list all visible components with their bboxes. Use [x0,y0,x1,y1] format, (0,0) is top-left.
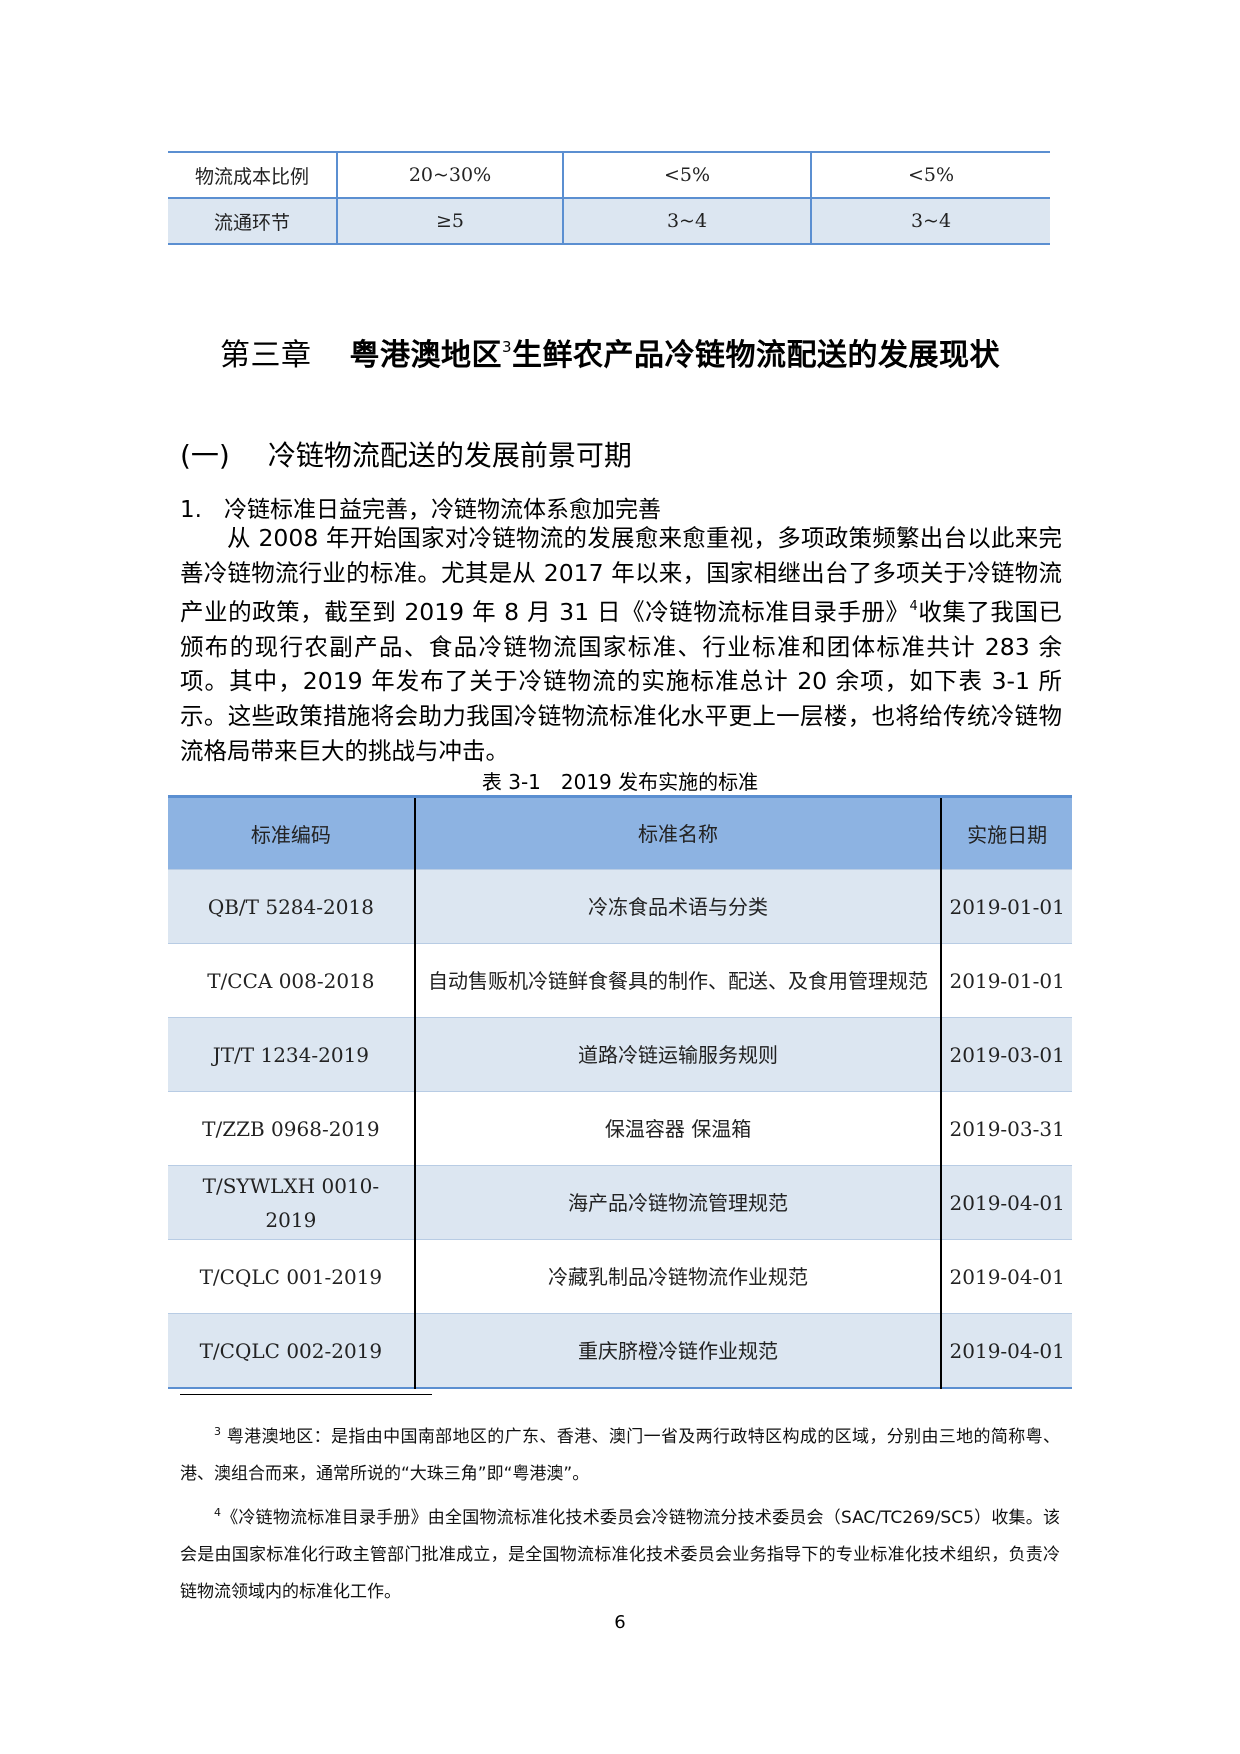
footnote-text: 粤港澳地区：是指由中国南部地区的广东、香港、澳门一省及两行政特区构成的区域，分别… [180,1427,1061,1484]
table-cell: ≥5 [336,197,563,245]
footnote-marker: 3 [214,1425,221,1438]
effective-date: 2019-03-31 [949,1116,1065,1141]
table-row: 流通环节 ≥5 3~4 3~4 [168,197,1050,245]
paragraph-text: 收集了我国已颁布的现行农副产品、食品冷链物流国家标准、行业标准和团体标准共计 2… [180,598,1063,765]
footnote-marker: 4 [214,1506,221,1519]
logistics-comparison-table: 物流成本比例 20~30% <5% <5% 流通环节 ≥5 3~4 3~4 [168,151,1050,245]
table-cell: <5% [562,151,811,198]
table-cell: <5% [810,151,1050,198]
table-row: T/CQLC 001-2019 冷藏乳制品冷链物流作业规范 2019-04-01 [168,1239,1072,1314]
column-header-code: 标准编码 [168,795,415,870]
footnote-ref[interactable]: 4 [909,599,918,615]
table-row: QB/T 5284-2018 冷冻食品术语与分类 2019-01-01 [168,869,1072,944]
standard-code: JT/T 1234-2019 [168,1017,415,1092]
standard-code: T/SYWLXH 0010-2019 [168,1165,415,1240]
section-title: 冷链物流配送的发展前景可期 [267,439,632,472]
table-caption: 表 3-1 2019 发布实施的标准 [481,770,759,794]
effective-date: 2019-01-01 [941,869,1072,944]
column-header-name: 标准名称 [413,795,943,870]
column-header-date: 实施日期 [941,795,1072,870]
footnote-4: 4《冷链物流标准目录手册》由全国物流标准化技术委员会冷链物流分技术委员会（SAC… [180,1494,1060,1611]
chapter-title-part2: 生鲜农产品冷链物流配送的发展现状 [512,338,1001,373]
standard-code: T/CCA 008-2018 [207,968,375,993]
standard-name: 冷冻食品术语与分类 [413,869,943,944]
footnote-ref[interactable]: 3 [502,338,513,356]
standard-name: 重庆脐橙冷链作业规范 [413,1313,943,1388]
table-row: T/ZZB 0968-2019 保温容器 保温箱 2019-03-31 [168,1091,1072,1166]
effective-date: 2019-04-01 [941,1165,1072,1240]
table-row: 物流成本比例 20~30% <5% <5% [168,151,1050,198]
effective-date: 2019-01-01 [949,968,1065,993]
paragraph-text: 从 2008 年开始国家对冷链物流的发展愈来愈重视，多项政策频繁出台以此来完善冷… [180,524,1062,627]
standards-table: 标准编码 标准名称 实施日期 QB/T 5284-2018 冷冻食品术语与分类 … [168,795,1072,1389]
chapter-heading: 第三章 粤港澳地区3生鲜农产品冷链物流配送的发展现状 [220,330,1000,374]
body-paragraph: 从 2008 年开始国家对冷链物流的发展愈来愈重视，多项政策频繁出台以此来完善冷… [180,521,1062,768]
subsection-title: 冷链标准日益完善，冷链物流体系愈加完善 [223,497,661,523]
table-row: T/CQLC 002-2019 重庆脐橙冷链作业规范 2019-04-01 [168,1313,1072,1388]
standard-name: 自动售贩机冷链鲜食餐具的制作、配送、及食用管理规范 [413,943,943,1018]
standard-code: T/CQLC 001-2019 [199,1264,383,1289]
section-heading: (一) 冷链物流配送的发展前景可期 [180,434,632,474]
chapter-number: 第三章 [220,338,312,373]
table-row: T/CCA 008-2018 自动售贩机冷链鲜食餐具的制作、配送、及食用管理规范… [168,943,1072,1018]
standard-name: 冷藏乳制品冷链物流作业规范 [413,1239,943,1314]
standard-name: 道路冷链运输服务规则 [413,1017,943,1092]
row-label: 物流成本比例 [168,151,337,198]
page-number: 6 [614,1612,626,1633]
standard-name: 保温容器 保温箱 [413,1091,943,1166]
footnote-text: 《冷链物流标准目录手册》由全国物流标准化技术委员会冷链物流分技术委员会（SAC/… [180,1508,1060,1602]
table-row: JT/T 1234-2019 道路冷链运输服务规则 2019-03-01 [168,1017,1072,1092]
standard-code: T/CQLC 002-2019 [168,1313,415,1388]
section-label: (一) [180,439,230,472]
table-cell: 3~4 [810,197,1050,245]
table-cell: 20~30% [336,151,563,198]
chapter-title-part1: 粤港澳地区 [349,338,502,373]
effective-date: 2019-03-01 [941,1017,1072,1092]
standard-code: QB/T 5284-2018 [168,869,415,944]
standard-code: T/ZZB 0968-2019 [202,1116,380,1141]
standard-name: 海产品冷链物流管理规范 [413,1165,943,1240]
footnote-separator [180,1394,432,1395]
table-row: T/SYWLXH 0010-2019 海产品冷链物流管理规范 2019-04-0… [168,1165,1072,1240]
footnote-3: 3 粤港澳地区：是指由中国南部地区的广东、香港、澳门一省及两行政特区构成的区域，… [180,1413,1060,1493]
subsection-number: 1. [180,497,202,523]
effective-date: 2019-04-01 [941,1313,1072,1388]
table-cell: 3~4 [562,197,811,245]
effective-date: 2019-04-01 [949,1264,1065,1289]
table-header-row: 标准编码 标准名称 实施日期 [168,795,1072,870]
subsection-heading: 1. 冷链标准日益完善，冷链物流体系愈加完善 [180,490,661,524]
row-label: 流通环节 [168,197,337,245]
